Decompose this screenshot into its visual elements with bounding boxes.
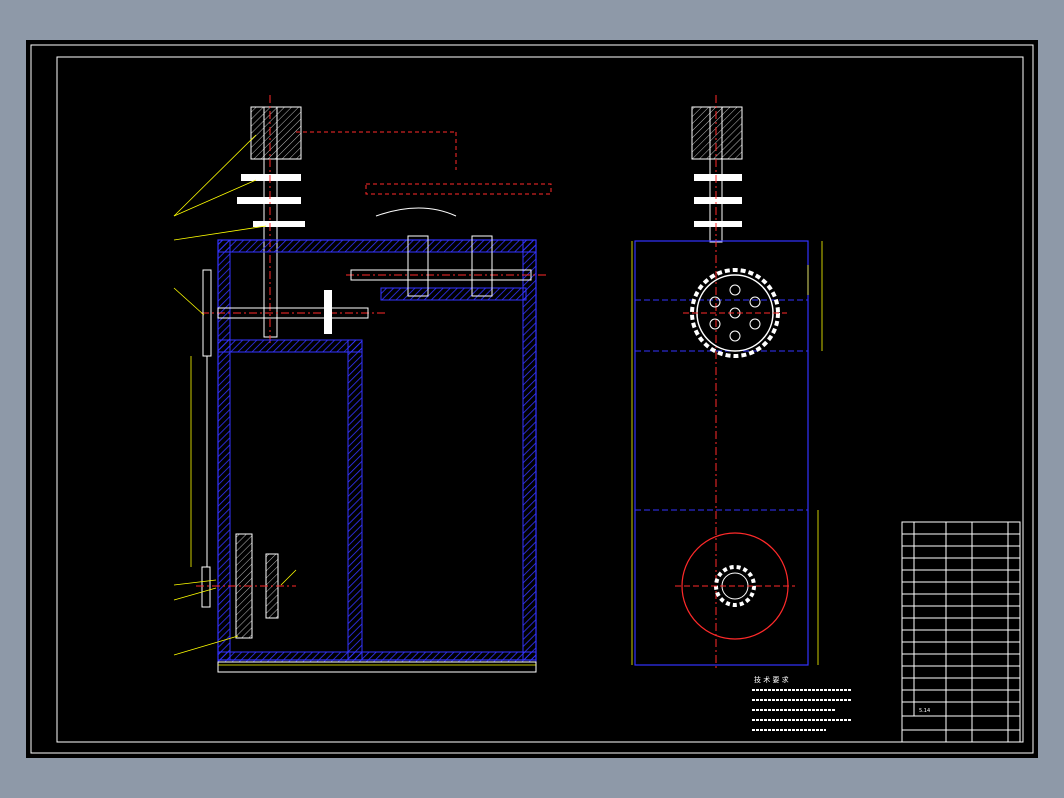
side-disk-3 [694,221,742,227]
right-wall [522,239,537,661]
mid-wall [347,339,363,661]
title-block-text: 5.14 [919,708,930,714]
side-disk-1 [694,174,742,181]
left-pulley-bottom [201,566,211,608]
leader-8 [280,569,297,586]
leader-1 [173,134,257,217]
base-plate [217,661,537,673]
bottom-plate [217,651,537,663]
shaft-gear [324,290,332,334]
upper-frame [365,183,552,195]
leader-7 [173,587,217,601]
cam-curve [375,207,457,217]
technical-notes: 技 术 要 求 [752,675,852,731]
top-block [250,106,302,160]
drawing-sheet: 技 术 要 求 5.14 [26,40,1038,758]
top-plate [217,239,537,253]
disk-2 [237,197,301,204]
disk-3 [253,221,305,227]
side-housing [634,240,809,666]
side-view [631,95,823,670]
upper-gear-a [407,235,429,297]
lower-sprocket [675,532,795,640]
notes-heading: 技 术 要 求 [754,675,789,684]
upper-gear-b [471,235,493,297]
leader-3 [173,225,267,241]
leader-6 [173,579,217,586]
leader-2 [173,179,257,217]
disk-1 [241,174,301,181]
cad-drawing: 技 术 要 求 5.14 [30,44,1034,754]
main-shaft [217,307,369,319]
outer-border [30,44,1034,754]
inner-border [56,56,1024,743]
front-view [173,95,552,673]
upper-shelf [380,287,527,301]
leader-5 [173,635,239,656]
upper-sprocket [683,268,787,358]
title-block: 5.14 [901,521,1021,743]
side-top-block [691,106,743,160]
upper-shaft [350,269,532,281]
mid-plate [217,339,363,353]
side-disk-2 [694,197,742,204]
leader-4 [173,287,205,316]
left-wall [217,239,231,661]
